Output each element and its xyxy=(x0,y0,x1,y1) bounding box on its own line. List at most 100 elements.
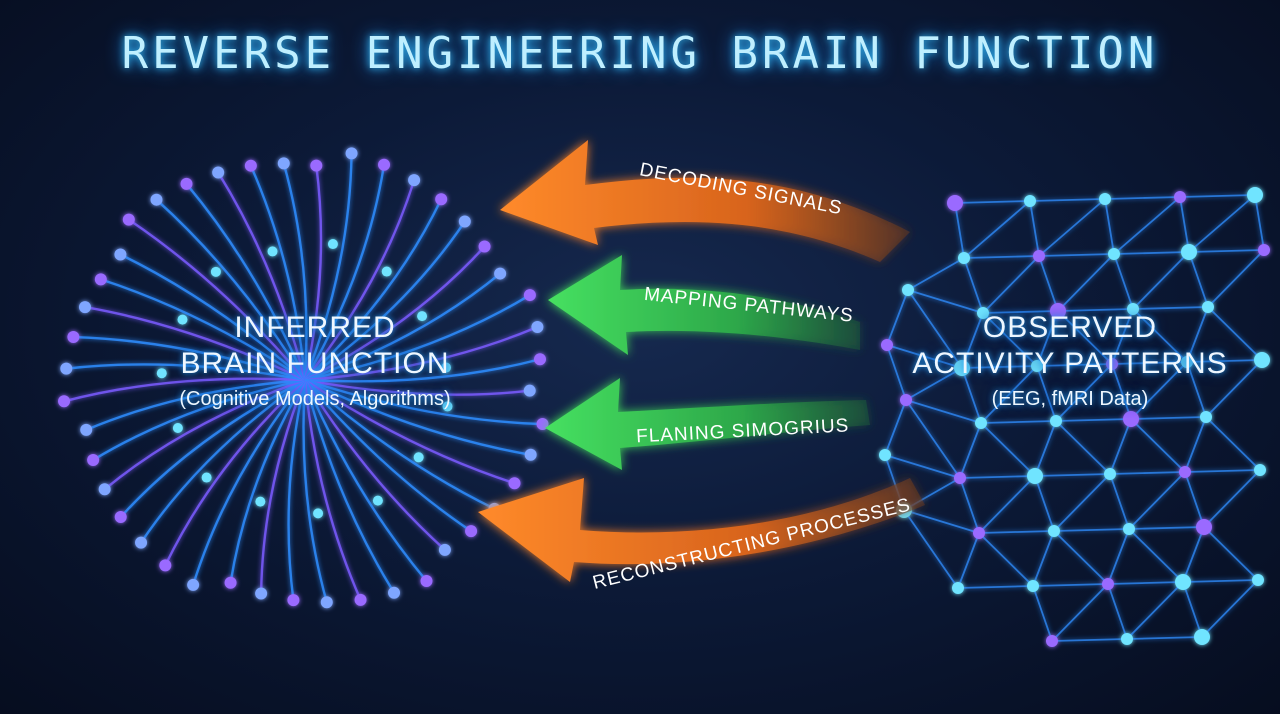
mesh-edge xyxy=(1038,198,1106,257)
mesh-edge xyxy=(1132,308,1188,363)
dendrite-terminal-node xyxy=(508,477,521,490)
dendrite-branch xyxy=(304,378,543,426)
mesh-edge xyxy=(886,344,907,401)
mesh-edge xyxy=(1188,249,1265,253)
mesh-node xyxy=(977,307,989,319)
dendrite-terminal-node xyxy=(122,213,135,226)
dendrite-branch xyxy=(85,378,306,432)
dendrite-branch xyxy=(155,198,307,381)
dendrite-terminal-node xyxy=(408,174,421,187)
dendrite-network xyxy=(58,147,549,609)
mesh-edge xyxy=(1036,363,1113,367)
arrow-mapping-pathways: MAPPING PATHWAYS xyxy=(548,255,860,355)
mesh-edge xyxy=(1126,636,1203,640)
mesh-edge xyxy=(1113,251,1190,255)
dendrite-branch xyxy=(100,278,306,382)
dendrite-branch xyxy=(304,378,515,485)
neural-mesh-network xyxy=(879,187,1270,647)
mesh-node xyxy=(881,339,893,351)
mesh-edge xyxy=(961,367,982,424)
dendrite-branch xyxy=(217,171,307,381)
mesh-node xyxy=(954,360,970,376)
dendrite-terminal-node xyxy=(533,353,546,366)
mesh-node xyxy=(1050,303,1066,319)
mesh-edge xyxy=(1104,196,1181,200)
mesh-edge xyxy=(1034,475,1055,532)
mesh-edge xyxy=(982,310,1059,314)
dendrite-branch xyxy=(302,379,328,603)
dendrite-terminal-node xyxy=(255,587,268,600)
dendrite-branch xyxy=(303,153,353,381)
dendrite-branch xyxy=(304,294,531,382)
mesh-node xyxy=(1104,468,1116,480)
dendrite-terminal-node xyxy=(345,147,358,160)
mesh-edge xyxy=(1201,579,1259,638)
mesh-edge xyxy=(954,200,1031,204)
dendrite-terminal-node xyxy=(523,289,536,302)
dendrite-terminal-node xyxy=(536,418,549,431)
mesh-edge xyxy=(1055,363,1113,422)
mesh-edge xyxy=(1057,310,1113,365)
dendrite-junction-node xyxy=(327,239,338,250)
dendrite-terminal-node xyxy=(378,158,391,171)
dendrite-terminal-node xyxy=(98,483,111,496)
dendrite-branch xyxy=(304,378,530,396)
dendrite-terminal-node xyxy=(67,331,80,344)
mesh-edge xyxy=(1029,198,1106,202)
mesh-node xyxy=(958,252,970,264)
mesh-edge xyxy=(1055,418,1132,422)
dendrite-terminal-node xyxy=(94,273,107,286)
mesh-node xyxy=(1174,191,1186,203)
mesh-edge xyxy=(907,257,965,291)
dendrite-terminal-node xyxy=(150,193,163,206)
mesh-edge xyxy=(1053,528,1130,532)
mesh-edge xyxy=(1184,471,1205,528)
mesh-edge xyxy=(1053,473,1111,532)
mesh-edge xyxy=(980,422,1036,477)
mesh-edge xyxy=(1036,310,1059,367)
arrow-shape xyxy=(478,478,925,582)
arrow-flaning-simogrius: FLANING SIMOGRIUS xyxy=(545,378,870,470)
mesh-edge xyxy=(1036,365,1057,422)
dendrite-terminal-node xyxy=(187,578,200,591)
dendrite-branch xyxy=(84,305,306,382)
mesh-edge xyxy=(961,312,984,369)
page-title: REVERSE ENGINEERING BRAIN FUNCTION xyxy=(121,28,1159,79)
dendrite-terminal-node xyxy=(478,240,491,253)
mesh-node xyxy=(1254,464,1266,476)
dendrite-branch xyxy=(304,272,501,382)
mesh-edge xyxy=(1034,420,1057,477)
dendrite-branch xyxy=(191,379,306,586)
mesh-edge xyxy=(907,289,984,314)
mesh-node xyxy=(1048,525,1060,537)
dendrite-junction-node xyxy=(267,246,278,257)
mesh-node xyxy=(1252,574,1264,586)
dendrite-junction-node xyxy=(201,472,212,483)
mesh-edge xyxy=(1128,526,1205,530)
mesh-edge xyxy=(959,422,982,479)
dendrite-terminal-node xyxy=(458,215,471,228)
dendrite-terminal-node xyxy=(310,159,323,172)
mesh-edge xyxy=(1051,583,1109,642)
mesh-edge xyxy=(903,509,959,589)
dendrite-branch xyxy=(304,198,443,381)
dendrite-branch xyxy=(73,335,306,382)
right-label-subtitle: (EEG, fMRI Data) xyxy=(991,388,1149,410)
dendrite-terminal-node xyxy=(244,159,257,172)
dendrite-branch xyxy=(140,379,306,544)
dendrite-terminal-node xyxy=(320,596,333,609)
mesh-node xyxy=(1099,193,1111,205)
mesh-edge xyxy=(1057,253,1115,312)
dendrite-branch xyxy=(229,379,307,583)
mesh-edge xyxy=(1179,196,1190,253)
dendrite-junction-node xyxy=(413,452,424,463)
dendrite-branch xyxy=(119,378,306,518)
mesh-edge xyxy=(1205,359,1263,418)
mesh-edge xyxy=(963,257,984,314)
mesh-edge xyxy=(1107,528,1130,585)
dendrite-terminal-node xyxy=(531,321,544,334)
mesh-edge xyxy=(1034,473,1111,477)
mesh-node xyxy=(954,472,966,484)
dendrite-terminal-node xyxy=(494,267,507,280)
